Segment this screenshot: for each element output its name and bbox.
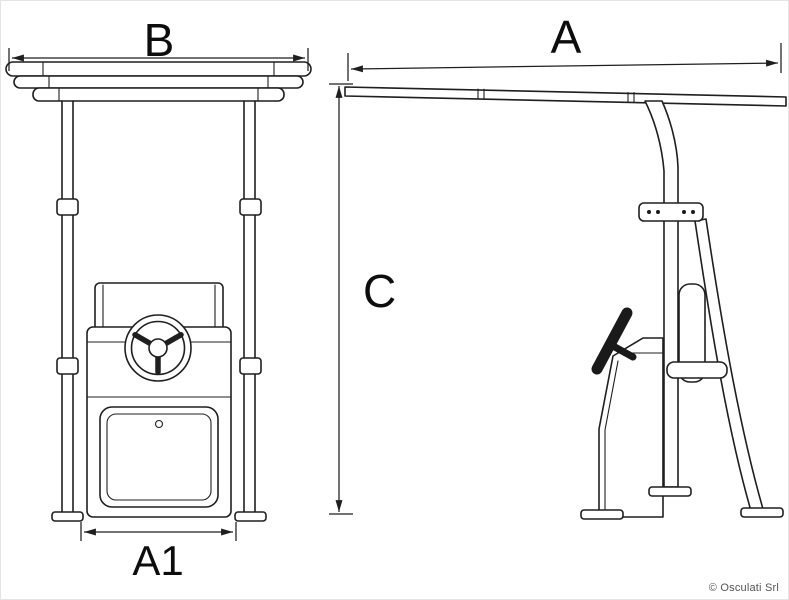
support-legs-front (51, 100, 267, 522)
lower-bracket (666, 361, 728, 379)
dimension-label-a1: A1 (132, 537, 183, 584)
copyright-notice: © Osculati Srl (708, 582, 779, 594)
leg-foot (51, 511, 84, 522)
dimension-b: B (8, 14, 309, 71)
leg-joint (56, 357, 79, 375)
dimension-label-b: B (144, 14, 175, 66)
mounting-feet-side (580, 486, 784, 520)
dimension-a1: A1 (80, 522, 237, 584)
front-view: B A1 (5, 14, 312, 584)
leg-joint (239, 357, 262, 375)
console-side (591, 307, 664, 518)
steering-wheel-side (591, 307, 637, 375)
dimension-label-c: C (363, 265, 396, 317)
console-front (86, 282, 232, 518)
canopy-side (344, 86, 787, 107)
canopy-front (5, 61, 312, 102)
backrest-side (678, 283, 706, 383)
door-latch (154, 419, 164, 429)
console-door (99, 406, 219, 508)
leg-foot (234, 511, 267, 522)
leg-joint (239, 198, 262, 216)
leg-joint (56, 198, 79, 216)
steering-wheel-front (124, 314, 192, 382)
dimension-c: C (329, 83, 396, 515)
crossbar-bracket (638, 202, 704, 222)
dimension-a: A (347, 11, 782, 81)
side-view: A C (329, 11, 787, 520)
dimension-label-a: A (551, 11, 582, 63)
